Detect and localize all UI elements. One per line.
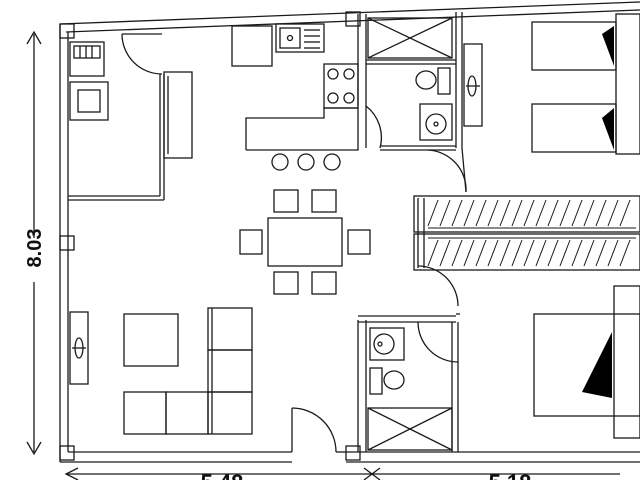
dining-set [239, 189, 371, 295]
door-bedroom-bottom [417, 265, 459, 363]
dryer [69, 81, 109, 121]
double-bed [533, 313, 640, 417]
door-entrance [291, 407, 346, 453]
fridge [231, 25, 273, 67]
bed-pillows-top [602, 26, 614, 150]
kitchen [231, 23, 359, 171]
door-bedroom-top [427, 147, 467, 193]
door-top-left [121, 33, 163, 75]
bathroom-bottom [367, 327, 453, 451]
sofa-section [207, 307, 253, 351]
kitchen-sink [275, 23, 325, 53]
door-bath-top [365, 105, 383, 149]
washer [69, 41, 105, 77]
utility-room [69, 41, 193, 159]
sink-bottom [369, 327, 405, 361]
width-right-dimension-label: 5.18 [489, 470, 532, 480]
dining-table [267, 217, 343, 267]
width-dimension-line [64, 467, 620, 480]
height-dimension-label: 8.03 [24, 229, 46, 268]
wardrobe [163, 71, 193, 159]
bar-stool [323, 153, 341, 171]
interior-walls [68, 12, 463, 452]
tv-unit [69, 311, 89, 385]
living-furniture [69, 307, 253, 435]
outer-walls [59, 1, 640, 463]
toilet-bottom [383, 370, 405, 390]
bedroom-top-desk [463, 43, 483, 127]
sink-top [419, 103, 453, 141]
bar-stool [271, 153, 289, 171]
bedroom-bottom [533, 285, 640, 439]
bedroom-top [463, 13, 640, 155]
single-bed-1 [531, 21, 617, 71]
shower-top [367, 17, 453, 59]
kitchen-island [245, 107, 359, 151]
height-dimension-line [26, 30, 42, 456]
armchair [123, 313, 179, 367]
bar-stool [297, 153, 315, 171]
bathroom-top [367, 17, 453, 141]
bed-pillow-bottom [582, 332, 612, 398]
corridor-wardrobes [413, 195, 640, 271]
toilet-top [415, 70, 437, 90]
wardrobe-hatching [427, 199, 636, 267]
width-left-dimension-label: 5.48 [201, 470, 244, 480]
single-bed-2 [531, 103, 617, 153]
shower-bottom [367, 407, 453, 451]
